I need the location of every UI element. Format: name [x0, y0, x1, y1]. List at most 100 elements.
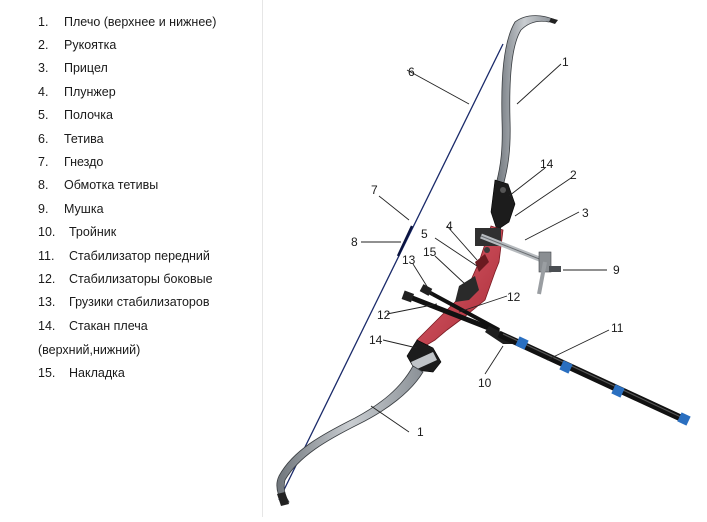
callout-front-stabilizer: 11 [611, 321, 624, 335]
callout-limb-lower: 1 [417, 425, 424, 439]
legend-label: Прицел [64, 61, 108, 75]
sight-pin [549, 266, 561, 272]
leader-line [516, 63, 562, 105]
legend-item: 13. Грузики стабилизаторов [38, 294, 209, 310]
legend-label: Полочка [64, 108, 113, 122]
legend-item: 11. Стабилизатор передний [38, 248, 210, 264]
legend-item: 5. Полочка [38, 107, 113, 123]
leader-line [434, 237, 478, 267]
front-stabilizer [497, 330, 687, 424]
side-stabilizer-lower [424, 288, 500, 332]
stabilizer-weight [419, 284, 433, 296]
callout-riser: 2 [570, 168, 577, 182]
legend-label: Стабилизатор передний [69, 249, 210, 263]
legend-label: Стабилизаторы боковые [69, 272, 213, 286]
leader-line [458, 295, 508, 313]
lower-limb-tip [277, 492, 289, 506]
callout-serving: 8 [351, 235, 358, 249]
callout-limb-pocket-lower: 14 [369, 333, 383, 347]
legend-panel: 1. Плечо (верхнее и нижнее) 2. Рукоятка 3.… [0, 0, 262, 517]
lower-limb [276, 365, 424, 505]
pocket-screw-icon [500, 187, 506, 193]
sight-bar-edge [480, 235, 548, 263]
legend-label: Плунжер [64, 85, 116, 99]
callout-sight-pin: 9 [613, 263, 620, 277]
callout-side-stabilizer-b: 12 [377, 308, 391, 322]
legend-label: Плечо (верхнее и нижнее) [64, 15, 217, 29]
leader-line [446, 225, 478, 261]
legend-item: 6. Тетива [38, 131, 104, 147]
legend-number: 4. [38, 85, 49, 99]
legend-number: 15. [38, 366, 56, 380]
legend-number: 2. [38, 38, 49, 52]
legend-label: Накладка [69, 366, 125, 380]
leader-line [484, 345, 504, 375]
upper-limb [495, 15, 554, 187]
legend-number: 3. [38, 61, 49, 75]
bow-figure: 1 6 14 2 3 9 4 5 15 13 7 8 12 12 11 10 1… [263, 0, 707, 517]
callout-limb-pocket-upper: 14 [540, 157, 554, 171]
legend-label: Стакан плеча [69, 319, 148, 333]
legend-label: Гнездо [64, 155, 104, 169]
leader-line [378, 195, 410, 221]
legend-item: 1. Плечо (верхнее и нижнее) [38, 14, 216, 30]
legend-item: 2. Рукоятка [38, 37, 116, 53]
legend-number: 14. [38, 319, 56, 333]
legend-number: 8. [38, 178, 49, 192]
grip [455, 276, 479, 302]
leader-line [546, 329, 610, 361]
leader-line [524, 211, 580, 241]
leader-line [434, 255, 466, 285]
bow-illustration: 1 6 14 2 3 9 4 5 15 13 7 8 12 12 11 10 1… [276, 15, 691, 506]
leader-line [370, 405, 410, 433]
callout-weights: 13 [402, 253, 416, 267]
front-stabilizer-highlight [502, 333, 684, 419]
legend-number: 6. [38, 132, 49, 146]
upper-limb-pocket [490, 179, 516, 231]
legend-number: 5. [38, 108, 49, 122]
legend-item: 9. Мушка [38, 201, 104, 217]
legend-item: 12. Стабилизаторы боковые [38, 271, 213, 287]
leader-line [514, 177, 572, 217]
legend-number: 10. [38, 225, 56, 239]
string-serving [396, 225, 414, 257]
callout-sight: 3 [582, 206, 589, 220]
legend-number: 9. [38, 202, 49, 216]
callout-string: 6 [408, 65, 415, 79]
stabilizer-ring [559, 360, 573, 374]
legend-label: Грузики стабилизаторов [69, 295, 210, 309]
legend-item: 15. Накладка [38, 365, 125, 381]
legend-label: Тетива [64, 132, 104, 146]
stabilizer-weight [401, 290, 415, 303]
legend-label: Рукоятка [64, 38, 117, 52]
legend-number: 1. [38, 15, 49, 29]
leader-lines [361, 63, 610, 433]
legend-label: Мушка [64, 202, 104, 216]
bowstring [278, 43, 504, 501]
leader-line [386, 303, 438, 315]
callout-side-stabilizer-a: 12 [507, 290, 521, 304]
callout-shelf: 5 [421, 227, 428, 241]
leader-line [406, 69, 470, 105]
legend-label: Обмотка тетивы [64, 178, 159, 192]
stabilizer-ring [515, 336, 529, 350]
legend-number: 12. [38, 272, 56, 286]
side-stabilizer-upper [406, 293, 500, 335]
leader-line [508, 167, 546, 197]
arrow-shelf [475, 254, 489, 272]
legend-item-continuation: (верхний,нижний) [38, 343, 141, 357]
lower-limb-pocket-plate [411, 352, 437, 370]
legend-item: 8. Обмотка тетивы [38, 177, 158, 193]
callout-nock: 7 [371, 183, 378, 197]
legend-item: 3. Прицел [38, 60, 108, 76]
sight-pin-rod [537, 261, 547, 295]
legend-item: 14. Стакан плеча [38, 318, 148, 334]
stabilizer-ring [611, 384, 625, 398]
leader-line [382, 339, 418, 349]
legend-number: 11. [38, 249, 55, 263]
stabilizer-ring [677, 412, 691, 426]
legend-number: 13. [38, 295, 56, 309]
callout-plunger: 4 [446, 219, 453, 233]
callout-grip: 15 [423, 245, 437, 259]
